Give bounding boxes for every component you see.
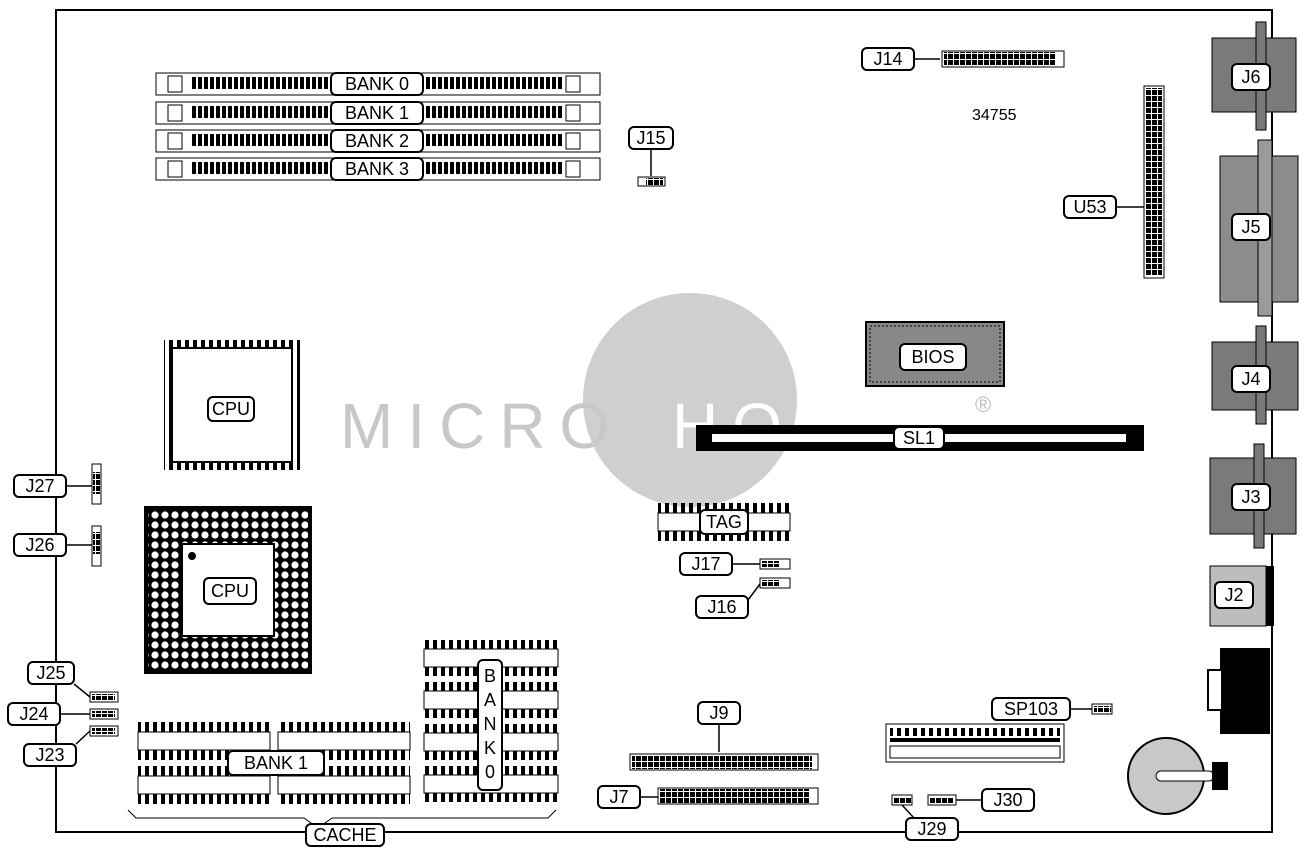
j14-label: J14 — [873, 49, 902, 69]
cpu-qfp-label: CPU — [212, 399, 250, 419]
cache-bank-1: BANK 1 — [137, 722, 411, 804]
cache-bank-0-letter-n: N — [484, 714, 497, 734]
jumper-j17: J17 — [679, 552, 791, 576]
bank-1-label: BANK 1 — [345, 103, 409, 123]
cache-label: CACHE — [313, 825, 376, 845]
bank-0-label: BANK 0 — [345, 74, 409, 94]
sp103-and-array: SP103 — [885, 697, 1113, 763]
j17-label: J17 — [691, 554, 720, 574]
j3-label: J3 — [1241, 487, 1260, 507]
bios-chip: BIOS — [865, 321, 1005, 387]
jumper-j26: J26 — [13, 525, 102, 567]
jumper-j29: J29 — [891, 794, 959, 841]
j6-label: J6 — [1241, 67, 1260, 87]
cache-bank-0-letter-k: K — [484, 738, 496, 758]
j2-label: J2 — [1224, 585, 1243, 605]
cache-group: CACHE — [127, 809, 557, 847]
jumper-j27: J27 — [13, 463, 102, 505]
connector-j9: J9 — [629, 701, 819, 771]
slot-sl1: SL1 — [696, 425, 1144, 451]
tag-label: TAG — [706, 512, 742, 532]
bank-3-label: BANK 3 — [345, 159, 409, 179]
memory-banks: BANK 0 BANK 1 BANK 2 BANK 3 — [155, 72, 601, 181]
j23-label: J23 — [35, 745, 64, 765]
tag-chip: TAG — [657, 503, 791, 541]
cache-bank-0-letter-a: A — [484, 690, 496, 710]
j29-label: J29 — [917, 819, 946, 839]
bank-2-label: BANK 2 — [345, 131, 409, 151]
j9-label: J9 — [709, 703, 728, 723]
part-number: 34755 — [972, 107, 1017, 124]
cache-bank-0-letter-0: 0 — [485, 762, 495, 782]
cache-bank-0: B A N K 0 — [423, 640, 559, 802]
j26-label: J26 — [25, 535, 54, 555]
j25-label: J25 — [36, 663, 65, 683]
jumper-j30: J30 — [927, 788, 1035, 812]
j5-label: J5 — [1241, 217, 1260, 237]
connector-j14: J14 — [861, 47, 1065, 71]
watermark-text-left: MICRO — [340, 390, 623, 462]
cpu-pga-label: CPU — [211, 581, 249, 601]
jumper-j24: J24 — [7, 702, 119, 726]
port-j6: J6 — [1211, 21, 1297, 131]
connector-j7: J7 — [597, 785, 819, 809]
jumper-j16: J16 — [695, 577, 791, 619]
battery — [1127, 737, 1228, 815]
cpu-pga: CPU — [144, 506, 312, 674]
j30-label: J30 — [993, 790, 1022, 810]
cache-bank-0-letter-b: B — [484, 666, 496, 686]
cpu-qfp: CPU — [164, 340, 300, 470]
port-j5: J5 — [1219, 139, 1299, 317]
j24-label: J24 — [19, 704, 48, 724]
jumper-j15: J15 — [628, 126, 674, 187]
sl1-label: SL1 — [903, 428, 935, 448]
j15-label: J15 — [636, 128, 665, 148]
j7-label: J7 — [609, 787, 628, 807]
sp103-label: SP103 — [1004, 699, 1058, 719]
u53-label: U53 — [1073, 197, 1106, 217]
watermark-registered-mark: ® — [975, 392, 991, 417]
jumper-j25: J25 — [27, 661, 119, 703]
cache-bank-1-label: BANK 1 — [244, 753, 308, 773]
port-j3: J3 — [1209, 443, 1297, 549]
connector-u53: U53 — [1063, 85, 1165, 279]
jumper-j23: J23 — [23, 725, 119, 767]
port-j2: J2 — [1209, 565, 1274, 627]
bios-label: BIOS — [911, 347, 954, 367]
j16-label: J16 — [707, 597, 736, 617]
j27-label: J27 — [25, 476, 54, 496]
port-j4: J4 — [1211, 325, 1299, 425]
power-connector — [1207, 648, 1270, 734]
j4-label: J4 — [1241, 369, 1260, 389]
